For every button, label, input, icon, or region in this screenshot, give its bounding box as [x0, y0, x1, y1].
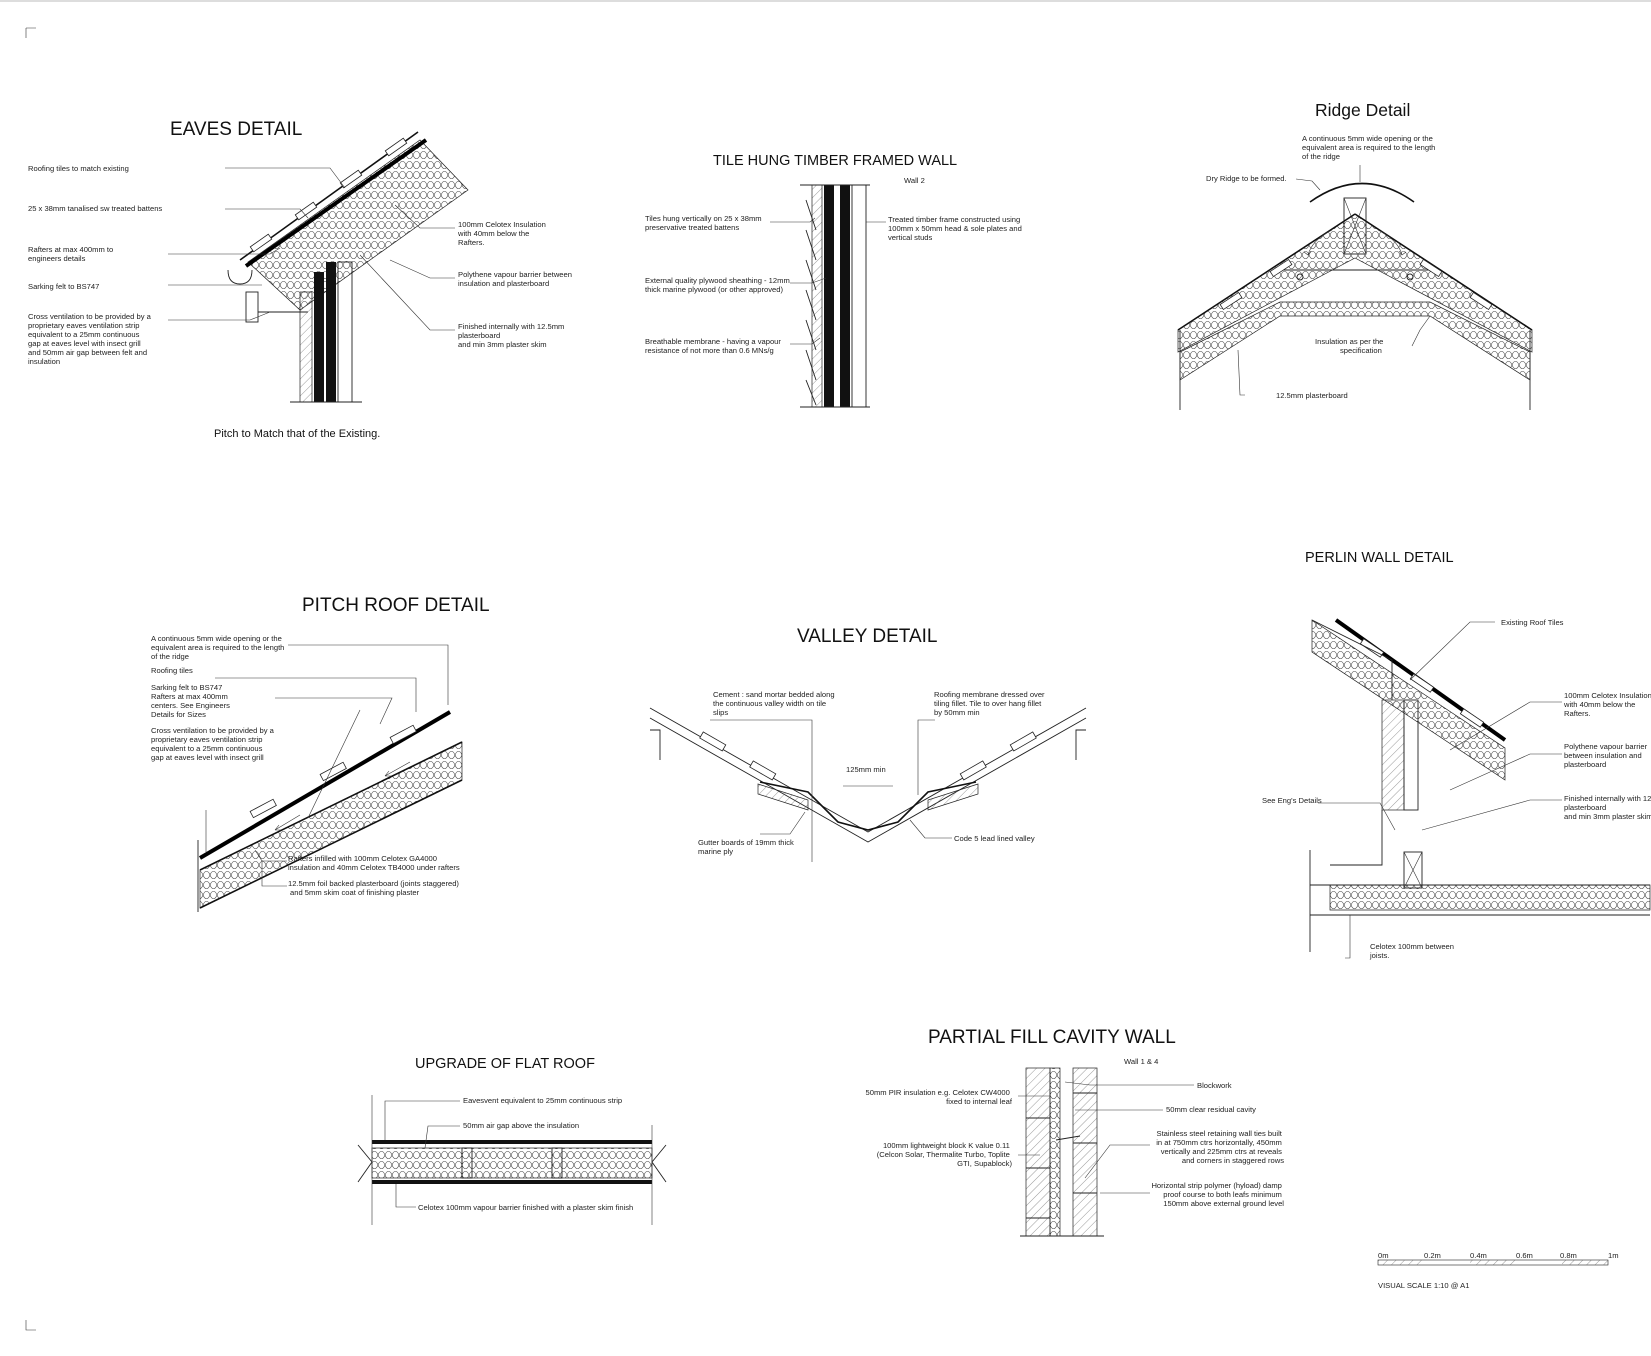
- tile-hung-wall-tag: Wall 2: [904, 176, 925, 185]
- ridge-label-plasterboard: 12.5mm plasterboard: [1276, 391, 1348, 400]
- valley-lead-lining: [759, 781, 977, 831]
- ridge-cap: [1309, 182, 1415, 203]
- eaves-wall-sheathing: [299, 291, 313, 403]
- eaves-label-finish: Finished internally with 12.5mm plasterb…: [458, 322, 566, 349]
- valley-label-lead: Code 5 lead lined valley: [954, 834, 1035, 843]
- cavity-label-pir: 50mm PIR insulation e.g. Celotex CW4000 …: [866, 1088, 1013, 1106]
- perlin-ceiling-insulation: [1329, 884, 1651, 911]
- perlin-label-vapour: Polythene vapour barrier between insulat…: [1564, 742, 1649, 769]
- tile-hung-tiles: [805, 199, 817, 406]
- ridge-title: Ridge Detail: [1315, 100, 1410, 120]
- cavity-label-ties: Stainless steel retaining wall ties buil…: [1156, 1129, 1284, 1165]
- tile-hung-label-membrane: Breathable membrane - having a vapour re…: [645, 337, 783, 355]
- pitch-roof-detail: PITCH ROOF DETAIL A continuous 5mm wide …: [151, 595, 490, 912]
- eaves-insulation: [247, 139, 469, 311]
- eaves-label-battens: 25 x 38mm tanalised sw treated battens: [28, 204, 162, 213]
- eaves-label-rafters: Rafters at max 400mm to engineers detail…: [28, 245, 115, 263]
- pitch-roof-airflow-arrow-icon: [274, 814, 301, 831]
- eaves-label-ventilation: Cross ventilation to be provided by a pr…: [28, 312, 153, 366]
- pitch-roof-label-sarking: Sarking felt to BS747 Rafters at max 400…: [151, 683, 232, 719]
- pitch-roof-label-plasterboard: 12.5mm foil backed plasterboard (joints …: [288, 879, 461, 897]
- flat-roof-title: UPGRADE OF FLAT ROOF: [415, 1056, 595, 1072]
- ridge-tiles: [1219, 258, 1493, 311]
- ridge-label-insulation: Insulation as per the specification: [1315, 337, 1386, 355]
- flat-roof-label-celotex: Celotex 100mm vapour barrier finished wi…: [418, 1203, 633, 1212]
- eaves-label-tiles: Roofing tiles to match existing: [28, 164, 129, 173]
- tile-hung-wall-detail: TILE HUNG TIMBER FRAMED WALL Wall 2 Tile…: [645, 153, 1024, 408]
- valley-label-membrane: Roofing membrane dressed over tiling fil…: [934, 690, 1047, 717]
- cavity-wall-tag: Wall 1 & 4: [1124, 1057, 1158, 1066]
- tile-hung-title: TILE HUNG TIMBER FRAMED WALL: [713, 153, 957, 169]
- ridge-airflow-arrow-icon: [1377, 229, 1407, 256]
- pitch-roof-title: PITCH ROOF DETAIL: [302, 595, 490, 616]
- perlin-label-joists: Celotex 100mm between joists.: [1369, 942, 1456, 960]
- cavity-label-residual: 50mm clear residual cavity: [1166, 1105, 1256, 1114]
- perlin-label-finish: Finished internally with 12.5mm plasterb…: [1564, 794, 1651, 821]
- cavity-title: PARTIAL FILL CAVITY WALL: [928, 1027, 1176, 1048]
- scale-caption: VISUAL SCALE 1:10 @ A1: [1378, 1281, 1469, 1290]
- scale-tick-0-8: 0.8m: [1560, 1251, 1577, 1260]
- ridge-label-opening: A continuous 5mm wide opening or the equ…: [1302, 134, 1438, 161]
- tile-hung-label-tiles: Tiles hung vertically on 25 x 38mm prese…: [645, 214, 764, 232]
- cavity-label-block: 100mm lightweight block K value 0.11 (Ce…: [877, 1141, 1013, 1168]
- valley-label-gutter: Gutter boards of 19mm thick marine ply: [698, 838, 796, 856]
- eaves-tiles: [249, 137, 408, 253]
- valley-detail: VALLEY DETAIL Cement : sand mortar bedde…: [649, 626, 1087, 862]
- pitch-roof-label-opening: A continuous 5mm wide opening or the equ…: [151, 634, 287, 661]
- flat-roof-label-eavesvent: Eavesvent equivalent to 25mm continuous …: [463, 1096, 622, 1105]
- tile-hung-label-plywood: External quality plywood sheathing - 12m…: [645, 276, 792, 294]
- pitch-roof-tiles: [249, 724, 417, 819]
- eaves-caption: Pitch to Match that of the Existing.: [214, 428, 380, 440]
- eaves-detail: EAVES DETAIL Pitch to Match that of the …: [28, 119, 574, 440]
- perlin-title: PERLIN WALL DETAIL: [1305, 550, 1454, 566]
- scale-tick-1: 1m: [1608, 1251, 1619, 1260]
- pitch-roof-label-tiles: Roofing tiles: [151, 666, 193, 675]
- eaves-gutter-icon: [227, 269, 253, 285]
- eaves-title: EAVES DETAIL: [170, 119, 302, 140]
- scale-bar: [1377, 1259, 1609, 1266]
- perlin-wall-detail: PERLIN WALL DETAIL Existing Roof Tiles 1…: [1262, 550, 1651, 960]
- valley-label-125mm: 125mm min: [846, 765, 886, 774]
- ridge-label-dry-ridge: Dry Ridge to be formed.: [1206, 174, 1287, 183]
- pitch-roof-label-rafters: Rafters infilled with 100mm Celotex GA40…: [288, 854, 460, 872]
- cavity-inner-leaf: [1025, 1067, 1051, 1237]
- visual-scale: 0m 0.2m 0.4m 0.6m 0.8m 1m VISUAL SCALE 1…: [1377, 1251, 1619, 1290]
- perlin-label-celotex: 100mm Celotex Insulation with 40mm below…: [1563, 691, 1651, 718]
- ridge-airflow-arrow-icon: [1303, 229, 1333, 256]
- perlin-wall: [1381, 699, 1405, 811]
- valley-label-mortar: Cement : sand mortar bedded along the co…: [713, 690, 837, 717]
- eaves-label-celotex: 100mm Celotex Insulation with 40mm below…: [457, 220, 548, 247]
- cavity-wall-tie: [1055, 1135, 1081, 1141]
- cavity-label-blockwork: Blockwork: [1197, 1081, 1232, 1090]
- eaves-label-sarking: Sarking felt to BS747: [28, 282, 99, 291]
- perlin-label-eng: See Eng's Details: [1262, 796, 1322, 805]
- scale-tick-0-4: 0.4m: [1470, 1251, 1487, 1260]
- pitch-roof-label-ventilation: Cross ventilation to be provided by a pr…: [151, 726, 276, 762]
- valley-tiles: [699, 731, 1037, 781]
- scale-tick-0-2: 0.2m: [1424, 1251, 1441, 1260]
- eaves-label-vapour: Polythene vapour barrier between insulat…: [458, 270, 574, 288]
- cavity-wall-detail: PARTIAL FILL CAVITY WALL Wall 1 & 4 50mm…: [866, 1027, 1284, 1237]
- pitch-roof-airflow-arrow-icon: [384, 761, 411, 777]
- flat-roof-detail: UPGRADE OF FLAT ROOF Eavesvent equivalen…: [357, 1056, 667, 1225]
- ridge-detail: Ridge Detail A continuous 5mm wide openi…: [1177, 100, 1533, 410]
- perlin-label-tiles: Existing Roof Tiles: [1501, 618, 1564, 627]
- flat-roof-insulation: [371, 1147, 653, 1179]
- scale-tick-0: 0m: [1378, 1251, 1389, 1260]
- flat-roof-label-airgap: 50mm air gap above the insulation: [463, 1121, 579, 1130]
- scale-tick-0-6: 0.6m: [1516, 1251, 1533, 1260]
- cavity-label-dpc: Horizontal strip polymer (hyload) damp p…: [1151, 1181, 1284, 1208]
- tile-hung-label-frame: Treated timber frame constructed using 1…: [888, 215, 1024, 242]
- valley-title: VALLEY DETAIL: [797, 626, 937, 647]
